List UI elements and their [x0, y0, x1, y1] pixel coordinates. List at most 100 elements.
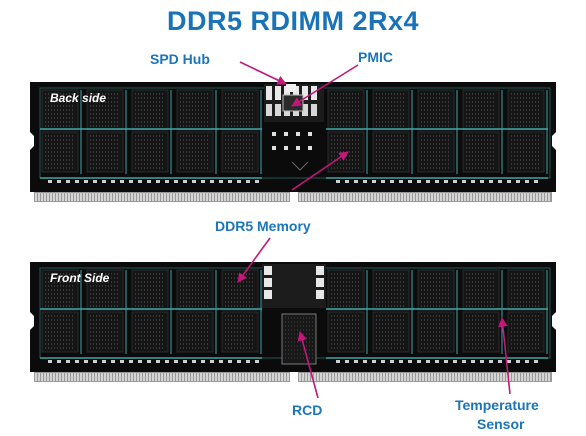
passive-component: [75, 180, 79, 183]
capacitor: [293, 86, 299, 100]
passive-component: [210, 180, 214, 183]
passive-component: [296, 132, 300, 136]
passive-component: [498, 180, 502, 183]
front-side-module: [30, 262, 556, 383]
passive-component: [111, 180, 115, 183]
capacitor: [302, 104, 308, 116]
pmic-chip: [282, 94, 304, 112]
capacitor: [264, 266, 272, 275]
passive-component: [138, 360, 142, 363]
passive-component: [75, 360, 79, 363]
key-notch: [290, 372, 298, 383]
passive-component: [354, 180, 358, 183]
passive-component: [498, 360, 502, 363]
passive-component: [102, 180, 106, 183]
passive-component: [272, 146, 276, 150]
passive-component: [84, 180, 88, 183]
back-side-label: Back side: [50, 91, 107, 105]
spd-hub-label: SPD Hub: [150, 51, 210, 67]
passive-component: [57, 360, 61, 363]
passive-component: [480, 180, 484, 183]
passive-component: [255, 180, 259, 183]
passive-component: [489, 360, 493, 363]
capacitor: [316, 278, 324, 287]
passive-component: [462, 360, 466, 363]
temperature-sensor-label-line2: Sensor: [477, 416, 525, 432]
temperature-sensor-label-line1: Temperature: [455, 397, 539, 413]
passive-component: [525, 180, 529, 183]
passive-component: [147, 360, 151, 363]
passive-component: [174, 180, 178, 183]
passive-component: [237, 180, 241, 183]
pmic-arrow: [291, 64, 359, 107]
passive-component: [308, 146, 312, 150]
passive-component: [363, 180, 367, 183]
passive-component: [57, 180, 61, 183]
passive-component: [183, 360, 187, 363]
capacitor: [264, 278, 272, 287]
passive-component: [237, 360, 241, 363]
passive-component: [444, 180, 448, 183]
passive-component: [102, 360, 106, 363]
temperature-sensor-arrow: [498, 317, 511, 395]
passive-component: [408, 180, 412, 183]
passive-component: [308, 132, 312, 136]
passive-component: [453, 360, 457, 363]
passive-component: [201, 360, 205, 363]
passive-component: [93, 180, 97, 183]
diagram-title: DDR5 RDIMM 2Rx4: [166, 6, 420, 36]
passive-component: [48, 180, 52, 183]
passive-component: [426, 360, 430, 363]
passive-component: [192, 180, 196, 183]
passive-component: [219, 180, 223, 183]
center-area: [262, 264, 326, 308]
key-notch: [290, 192, 298, 203]
passive-component: [66, 360, 70, 363]
passive-component: [156, 180, 160, 183]
passive-component: [228, 180, 232, 183]
passive-component: [489, 180, 493, 183]
ddr5-memory-arrow-back: [291, 151, 349, 191]
passive-component: [210, 360, 214, 363]
passive-component: [408, 360, 412, 363]
passive-component: [417, 360, 421, 363]
capacitor: [275, 86, 281, 100]
passive-component: [507, 360, 511, 363]
back-side-module: [30, 82, 556, 203]
passive-component: [48, 360, 52, 363]
passive-component: [516, 180, 520, 183]
passive-component: [480, 360, 484, 363]
passive-component: [345, 360, 349, 363]
passive-component: [336, 360, 340, 363]
spd-hub-chip: [286, 84, 296, 92]
capacitor: [284, 86, 290, 100]
passive-component: [120, 360, 124, 363]
passive-component: [471, 360, 475, 363]
capacitor: [316, 266, 324, 275]
passive-component: [471, 180, 475, 183]
ddr5-memory-label: DDR5 Memory: [215, 218, 311, 234]
passive-component: [534, 180, 538, 183]
passive-component: [174, 360, 178, 363]
passive-component: [525, 360, 529, 363]
passive-component: [453, 180, 457, 183]
passive-component: [426, 180, 430, 183]
passive-component: [399, 180, 403, 183]
passive-component: [129, 180, 133, 183]
passive-component: [345, 180, 349, 183]
callout-arrows: [237, 61, 511, 399]
capacitor: [302, 86, 308, 100]
passive-component: [228, 360, 232, 363]
passive-component: [381, 360, 385, 363]
front-side-label: Front Side: [50, 271, 110, 285]
passive-component: [147, 180, 151, 183]
passive-component: [390, 180, 394, 183]
passive-component: [66, 180, 70, 183]
passive-component: [84, 360, 88, 363]
capacitor: [311, 104, 317, 116]
passive-component: [372, 180, 376, 183]
passive-component: [284, 146, 288, 150]
pmic-label: PMIC: [358, 49, 393, 65]
passive-component: [201, 180, 205, 183]
